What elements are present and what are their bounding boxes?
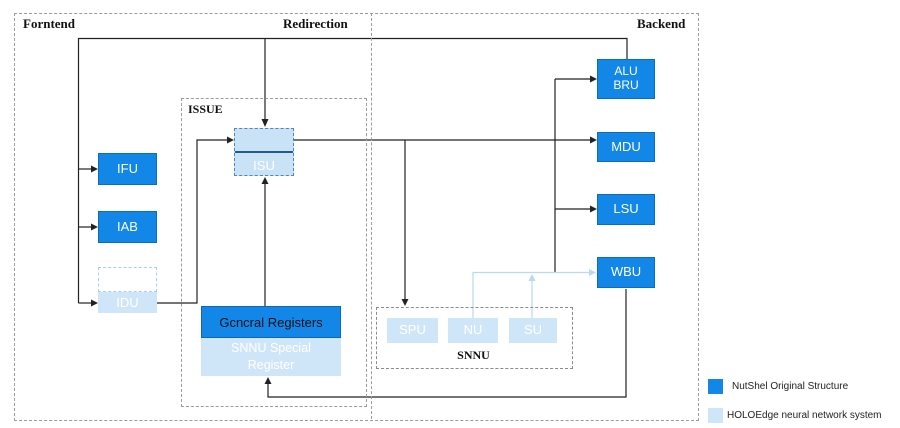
arrow-into-mdu bbox=[590, 136, 597, 144]
unit-isu-label: ISU bbox=[253, 157, 275, 173]
unit-nu-label: NU bbox=[463, 322, 483, 338]
general-registers-box: Gcncral Registers bbox=[201, 306, 341, 338]
unit-bru-label: BRU bbox=[613, 78, 639, 92]
wbu-writeback-line bbox=[267, 289, 627, 398]
arrow-into-idu bbox=[91, 299, 98, 307]
snnu-special-register-box: SNNU Special Register bbox=[201, 338, 341, 376]
arrow-into-isu-bottom bbox=[261, 177, 269, 184]
unit-alu-label: ALU bbox=[614, 64, 638, 79]
arrow-into-lsu bbox=[590, 205, 597, 213]
unit-wbu: WBU bbox=[597, 257, 655, 288]
black-arrowheads bbox=[91, 75, 597, 384]
unit-nu: NU bbox=[448, 318, 498, 343]
unit-idu-extension-box bbox=[98, 267, 157, 292]
unit-spu-label: SPU bbox=[399, 322, 426, 338]
backend-dispatch-lines bbox=[554, 78, 590, 272]
unit-iab-label: IAB bbox=[117, 218, 138, 234]
legend-swatch-original-structure bbox=[708, 379, 723, 394]
legend-label-original-structure: NutShel Original Structure bbox=[732, 381, 849, 392]
unit-idu: IDU bbox=[98, 267, 157, 313]
unit-alu-bru: ALU BRU bbox=[597, 59, 655, 99]
arrow-into-wbu bbox=[589, 269, 596, 276]
arrow-into-isu-left bbox=[227, 136, 234, 144]
issue-group-label: ISSUE bbox=[188, 102, 223, 116]
unit-ifu: IFU bbox=[98, 153, 157, 185]
black-connectors bbox=[77, 37, 628, 398]
diagram-outer-border bbox=[14, 13, 699, 421]
light-blue-connectors bbox=[472, 271, 589, 318]
arrow-into-iab bbox=[91, 223, 98, 231]
backend-divider-line bbox=[371, 13, 372, 419]
unit-isu-extension-box bbox=[235, 129, 293, 153]
section-label-frontend: Forntend bbox=[23, 16, 75, 31]
unit-lsu: LSU bbox=[597, 194, 655, 225]
issue-group-box bbox=[181, 98, 367, 407]
arrow-into-snnu bbox=[401, 299, 409, 306]
unit-isu: ISU bbox=[234, 128, 294, 176]
unit-ifu-label: IFU bbox=[117, 160, 138, 176]
section-label-redirection: Redirection bbox=[283, 16, 348, 31]
unit-mdu-label: MDU bbox=[611, 138, 641, 154]
unit-wbu-label: WBU bbox=[610, 264, 642, 280]
idu-to-isu-line bbox=[157, 139, 227, 304]
unit-idu-label: IDU bbox=[98, 292, 157, 313]
arrow-into-special-register bbox=[264, 377, 272, 384]
redirect-trunk-line bbox=[77, 37, 628, 303]
legend-swatch-neural-network bbox=[708, 408, 723, 423]
unit-su: SU bbox=[509, 318, 557, 343]
unit-mdu: MDU bbox=[597, 132, 655, 162]
nu-to-wbu-line bbox=[472, 271, 589, 318]
register-block: Gcncral Registers SNNU Special Register bbox=[201, 306, 341, 376]
light-blue-arrowheads bbox=[528, 269, 596, 281]
unit-su-label: SU bbox=[523, 322, 543, 338]
legend-label-neural-network: HOLOEdge neural network system bbox=[727, 410, 882, 421]
arrow-su-up bbox=[528, 274, 536, 281]
arrow-into-isu-top bbox=[261, 119, 269, 127]
arrow-into-ifu bbox=[91, 165, 98, 173]
section-label-backend: Backend bbox=[637, 16, 686, 31]
snnu-group-box bbox=[376, 307, 573, 369]
unit-spu: SPU bbox=[387, 318, 438, 343]
unit-lsu-label: LSU bbox=[613, 201, 639, 217]
snnu-group-label: SNNU bbox=[457, 348, 490, 362]
arrow-into-alu bbox=[590, 75, 597, 83]
unit-iab: IAB bbox=[98, 211, 157, 243]
